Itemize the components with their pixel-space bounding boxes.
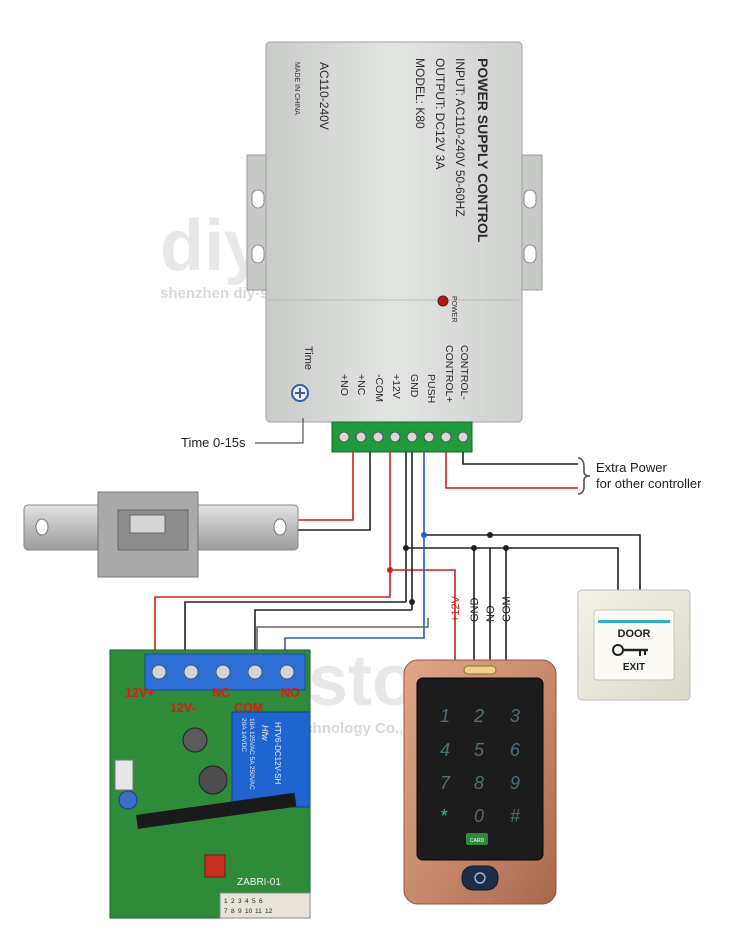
- psu-time-label: Time: [302, 346, 314, 370]
- key-1[interactable]: 1: [440, 706, 450, 726]
- relay-component-labels: Hfw HTV6-DC12V-SH 20A 14VDC 10A 125VAC 5…: [237, 718, 282, 888]
- exit-button-bottom-label: EXIT: [623, 662, 645, 673]
- key-4[interactable]: 4: [440, 740, 450, 760]
- wires: [154, 452, 641, 665]
- key-hash[interactable]: #: [510, 806, 521, 826]
- key-8[interactable]: 8: [474, 773, 484, 793]
- terminal-label-12v: +12V: [390, 374, 402, 399]
- terminal-label-control-plus: CONTROL+: [443, 345, 455, 402]
- exit-button-top-label: DOOR: [618, 628, 651, 640]
- psu-made-in: MADE IN CHINA: [293, 62, 300, 115]
- relay-label-com: COM: [234, 701, 263, 715]
- psu-terminal-block: [331, 421, 473, 453]
- psu-terminal-labels: CONTROL- CONTROL+ PUSH GND +12V -COM +NC…: [338, 345, 470, 403]
- extra-power-label-line2: for other controller: [596, 476, 702, 491]
- key-icon: [612, 644, 648, 656]
- psu-output: OUTPUT: DC12V 3A: [433, 58, 447, 169]
- key-0[interactable]: 0: [474, 806, 484, 826]
- relay-spec2: 10A 125VAC 5A 250VAC: [248, 718, 255, 790]
- power-led: [437, 295, 449, 307]
- relay-spec1: 20A 14VDC: [240, 718, 247, 752]
- access-control-keypad: [403, 659, 557, 905]
- pin-5: 5: [252, 898, 256, 905]
- pin-2: 2: [231, 898, 235, 905]
- keypad-wire-gnd: GND: [469, 598, 481, 623]
- pin-8: 8: [231, 908, 235, 915]
- psu-power-label: POWER: [450, 296, 457, 322]
- pin-11: 11: [255, 908, 262, 915]
- relay-board: [109, 649, 311, 919]
- extra-power-label-line1: Extra Power: [596, 460, 667, 475]
- key-5[interactable]: 5: [474, 740, 485, 760]
- pin-6: 6: [259, 898, 263, 905]
- pin-4: 4: [245, 898, 249, 905]
- doorbell-icon: [474, 872, 486, 884]
- terminal-label-push: PUSH: [425, 374, 437, 403]
- terminal-label-gnd: GND: [408, 374, 420, 398]
- terminal-label-com: -COM: [373, 374, 385, 402]
- pin-7: 7: [224, 908, 228, 915]
- psu-title: POWER SUPPLY CONTROL: [475, 58, 491, 243]
- terminal-label-no: +NO: [338, 374, 350, 396]
- psu-input: INPUT: AC110-240V 50-60HZ: [453, 58, 467, 217]
- key-3[interactable]: 3: [510, 706, 520, 726]
- relay-label-no: NO: [281, 686, 300, 700]
- key-star[interactable]: *: [440, 806, 448, 826]
- wire-junctions: [387, 532, 509, 605]
- electric-strike-lock: [23, 491, 299, 578]
- relay-board-name: ZABRI-01: [237, 877, 281, 888]
- relay-label-nc: NC: [212, 686, 230, 700]
- relay-label-12v-minus: 12V-: [170, 701, 196, 715]
- key-9[interactable]: 9: [510, 773, 520, 793]
- exit-button-panel: [577, 589, 691, 701]
- terminal-label-control-minus: CONTROL-: [458, 345, 470, 400]
- time-range-label: Time 0-15s: [181, 435, 246, 450]
- key-2[interactable]: 2: [473, 706, 484, 726]
- relay-model: HTV6-DC12V-SH: [273, 722, 282, 784]
- relay-pin-numbers: 1 2 3 4 5 6 7 8 9 10 11 12: [224, 898, 273, 915]
- keypad-wire-no: NO: [485, 605, 497, 622]
- pin-12: 12: [265, 908, 273, 915]
- keypad-wire-12v: +12V: [450, 595, 462, 622]
- pin-1: 1: [224, 898, 228, 905]
- key-6[interactable]: 6: [510, 740, 521, 760]
- psu-model: MODEL: K80: [413, 58, 427, 129]
- relay-terminal-labels: 12V+ 12V- NC COM NO: [125, 686, 300, 715]
- card-icon: [466, 833, 488, 845]
- relay-label-12v-plus: 12V+: [125, 686, 155, 700]
- pin-9: 9: [238, 908, 242, 915]
- power-supply-unit: [246, 41, 543, 423]
- keypad-wire-com: COM: [501, 596, 513, 622]
- relay-brand: Hfw: [260, 725, 270, 741]
- pin-3: 3: [238, 898, 242, 905]
- psu-voltage: AC110-240V: [317, 62, 331, 130]
- terminal-label-nc: +NC: [355, 374, 367, 396]
- card-label: CARD: [470, 838, 485, 844]
- keypad-keys: 1 2 3 4 5 6 7 8 9 * 0 #: [440, 706, 521, 826]
- time-pointer-line: [255, 418, 304, 444]
- pin-10: 10: [245, 908, 253, 915]
- key-7[interactable]: 7: [440, 773, 451, 793]
